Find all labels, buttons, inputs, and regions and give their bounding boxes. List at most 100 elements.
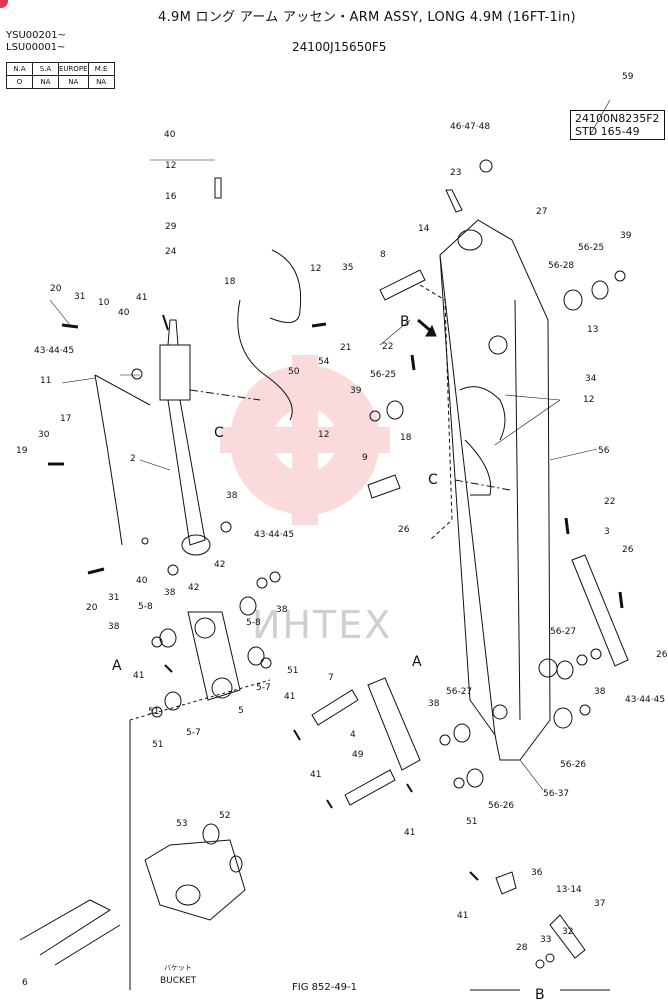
callout-50: 50	[288, 367, 300, 377]
marker-b-arrow: B	[400, 314, 410, 330]
shim-46	[479, 159, 493, 173]
bucket-pin-6-lower	[54, 924, 121, 966]
marker-c-left: C	[214, 425, 224, 441]
callout-20-lower: 20	[86, 603, 98, 613]
assembly-number: 24100J15650F5	[292, 40, 387, 54]
bolt-22-link	[618, 591, 624, 609]
callout-26-link-a: 26	[622, 545, 634, 555]
callout-41-right: 41	[404, 828, 415, 838]
leader-2	[139, 459, 171, 471]
callout-20-upper: 20	[50, 284, 62, 294]
arm-web-line	[514, 299, 521, 721]
callout-21: 21	[340, 343, 351, 353]
bucket-pin-hole	[175, 884, 201, 906]
std-box-line1: 24100N8235F2	[575, 112, 660, 125]
bolt-12-top	[214, 177, 222, 199]
callout-56-37: 56-37	[543, 789, 569, 799]
callout-13-14: 13·14	[556, 885, 582, 895]
marker-b-detail: B	[535, 987, 545, 1000]
diagram-title: 4.9M ロング アーム アッセン・ARM ASSY, LONG 4.9M (1…	[158, 10, 576, 25]
bolt-23	[445, 189, 463, 213]
cylinder-head	[159, 344, 191, 401]
callout-38-cyl: 38	[226, 491, 238, 501]
marker-c-right: C	[428, 472, 438, 488]
detail-b-washer-33	[545, 953, 555, 963]
callout-42: 42	[188, 583, 199, 593]
callout-5-7-right: 5-7	[256, 683, 271, 693]
detail-b-plate	[495, 871, 517, 895]
shim-51-lower	[453, 777, 465, 789]
callout-12-leader: 12	[318, 430, 329, 440]
cylinder-port	[167, 319, 179, 346]
marker-a-right: A	[412, 654, 422, 670]
detail-b-pin	[549, 914, 586, 959]
arm-bucket-boss	[492, 704, 508, 720]
callout-53: 53	[176, 819, 187, 829]
callout-56-26-right: 56-26	[560, 760, 586, 770]
callout-24: 24	[165, 247, 177, 257]
link-5-eye-bottom	[211, 677, 233, 699]
callout-17: 17	[60, 414, 71, 424]
callout-18-hose: 18	[224, 277, 236, 287]
callout-11: 11	[40, 376, 51, 386]
callout-34: 34	[585, 374, 597, 384]
arm-cyl-boss	[488, 335, 508, 355]
shim-51-right	[579, 704, 591, 716]
callout-38-lower-left: 38	[428, 699, 440, 709]
region-value-sa: NA	[32, 75, 59, 89]
callout-28: 28	[516, 943, 528, 953]
linework	[19, 159, 629, 991]
callout-35: 35	[342, 263, 353, 273]
leader-11	[61, 377, 96, 384]
bucket-ring-52	[229, 855, 243, 873]
callout-56: 56	[598, 446, 610, 456]
arm-hidden-line	[419, 284, 453, 541]
callout-13: 13	[587, 325, 598, 335]
leader-12-right-b	[494, 399, 561, 446]
grease-fitting-41-left	[164, 664, 173, 673]
cylinder-rod	[167, 399, 206, 546]
callout-19: 19	[16, 446, 28, 456]
arrow-b-head	[425, 324, 437, 337]
callout-41-lower: 41	[310, 770, 321, 780]
hose-12-lower	[237, 299, 293, 421]
grease-fitting-41-right	[406, 783, 413, 793]
callout-56-26-left: 56-26	[488, 801, 514, 811]
callout-31-lower: 31	[108, 593, 119, 603]
shim-51-b	[260, 657, 272, 669]
callout-38-left: 38	[108, 622, 120, 632]
hose-12-arm-2	[464, 439, 492, 496]
bushing-5-7-left	[164, 691, 182, 711]
bucket-label-jp: バケット	[164, 964, 192, 972]
bushing-56-25-lower	[386, 400, 404, 420]
grease-fitting-41-mid	[293, 729, 301, 741]
callout-12: 12	[165, 161, 176, 171]
callout-43-44-45-right: 43·44·45	[625, 695, 665, 705]
hose-12-upper	[269, 249, 302, 323]
shim-38-a	[151, 636, 163, 648]
callout-41-mid: 41	[284, 692, 295, 702]
callout-29: 29	[165, 222, 177, 232]
detail-b-washer-28	[535, 959, 545, 969]
callout-43-44-45-cyl: 43·44·45	[34, 346, 74, 356]
leader-20-upper	[49, 299, 71, 326]
callout-30: 30	[38, 430, 50, 440]
bucket-hidden-top	[129, 679, 271, 721]
shim-43-left	[269, 571, 281, 583]
callout-9: 9	[362, 453, 368, 463]
callout-26-link-b: 26	[656, 650, 668, 660]
callout-49: 49	[352, 750, 364, 760]
callout-52: 52	[219, 811, 230, 821]
callout-10: 10	[98, 298, 110, 308]
callout-32: 32	[562, 927, 573, 937]
callout-59: 59	[622, 72, 634, 82]
callout-38-right: 38	[276, 605, 288, 615]
bushing-56-26-right	[553, 707, 573, 729]
region-table: N.A S.A EUROPE M.E O NA NA NA	[6, 62, 115, 89]
shim-43-right	[590, 648, 602, 660]
leader-22-center	[379, 319, 411, 346]
callout-51-right: 51	[287, 666, 298, 676]
shim-38-c	[220, 521, 232, 533]
callout-26-arm: 26	[398, 525, 410, 535]
